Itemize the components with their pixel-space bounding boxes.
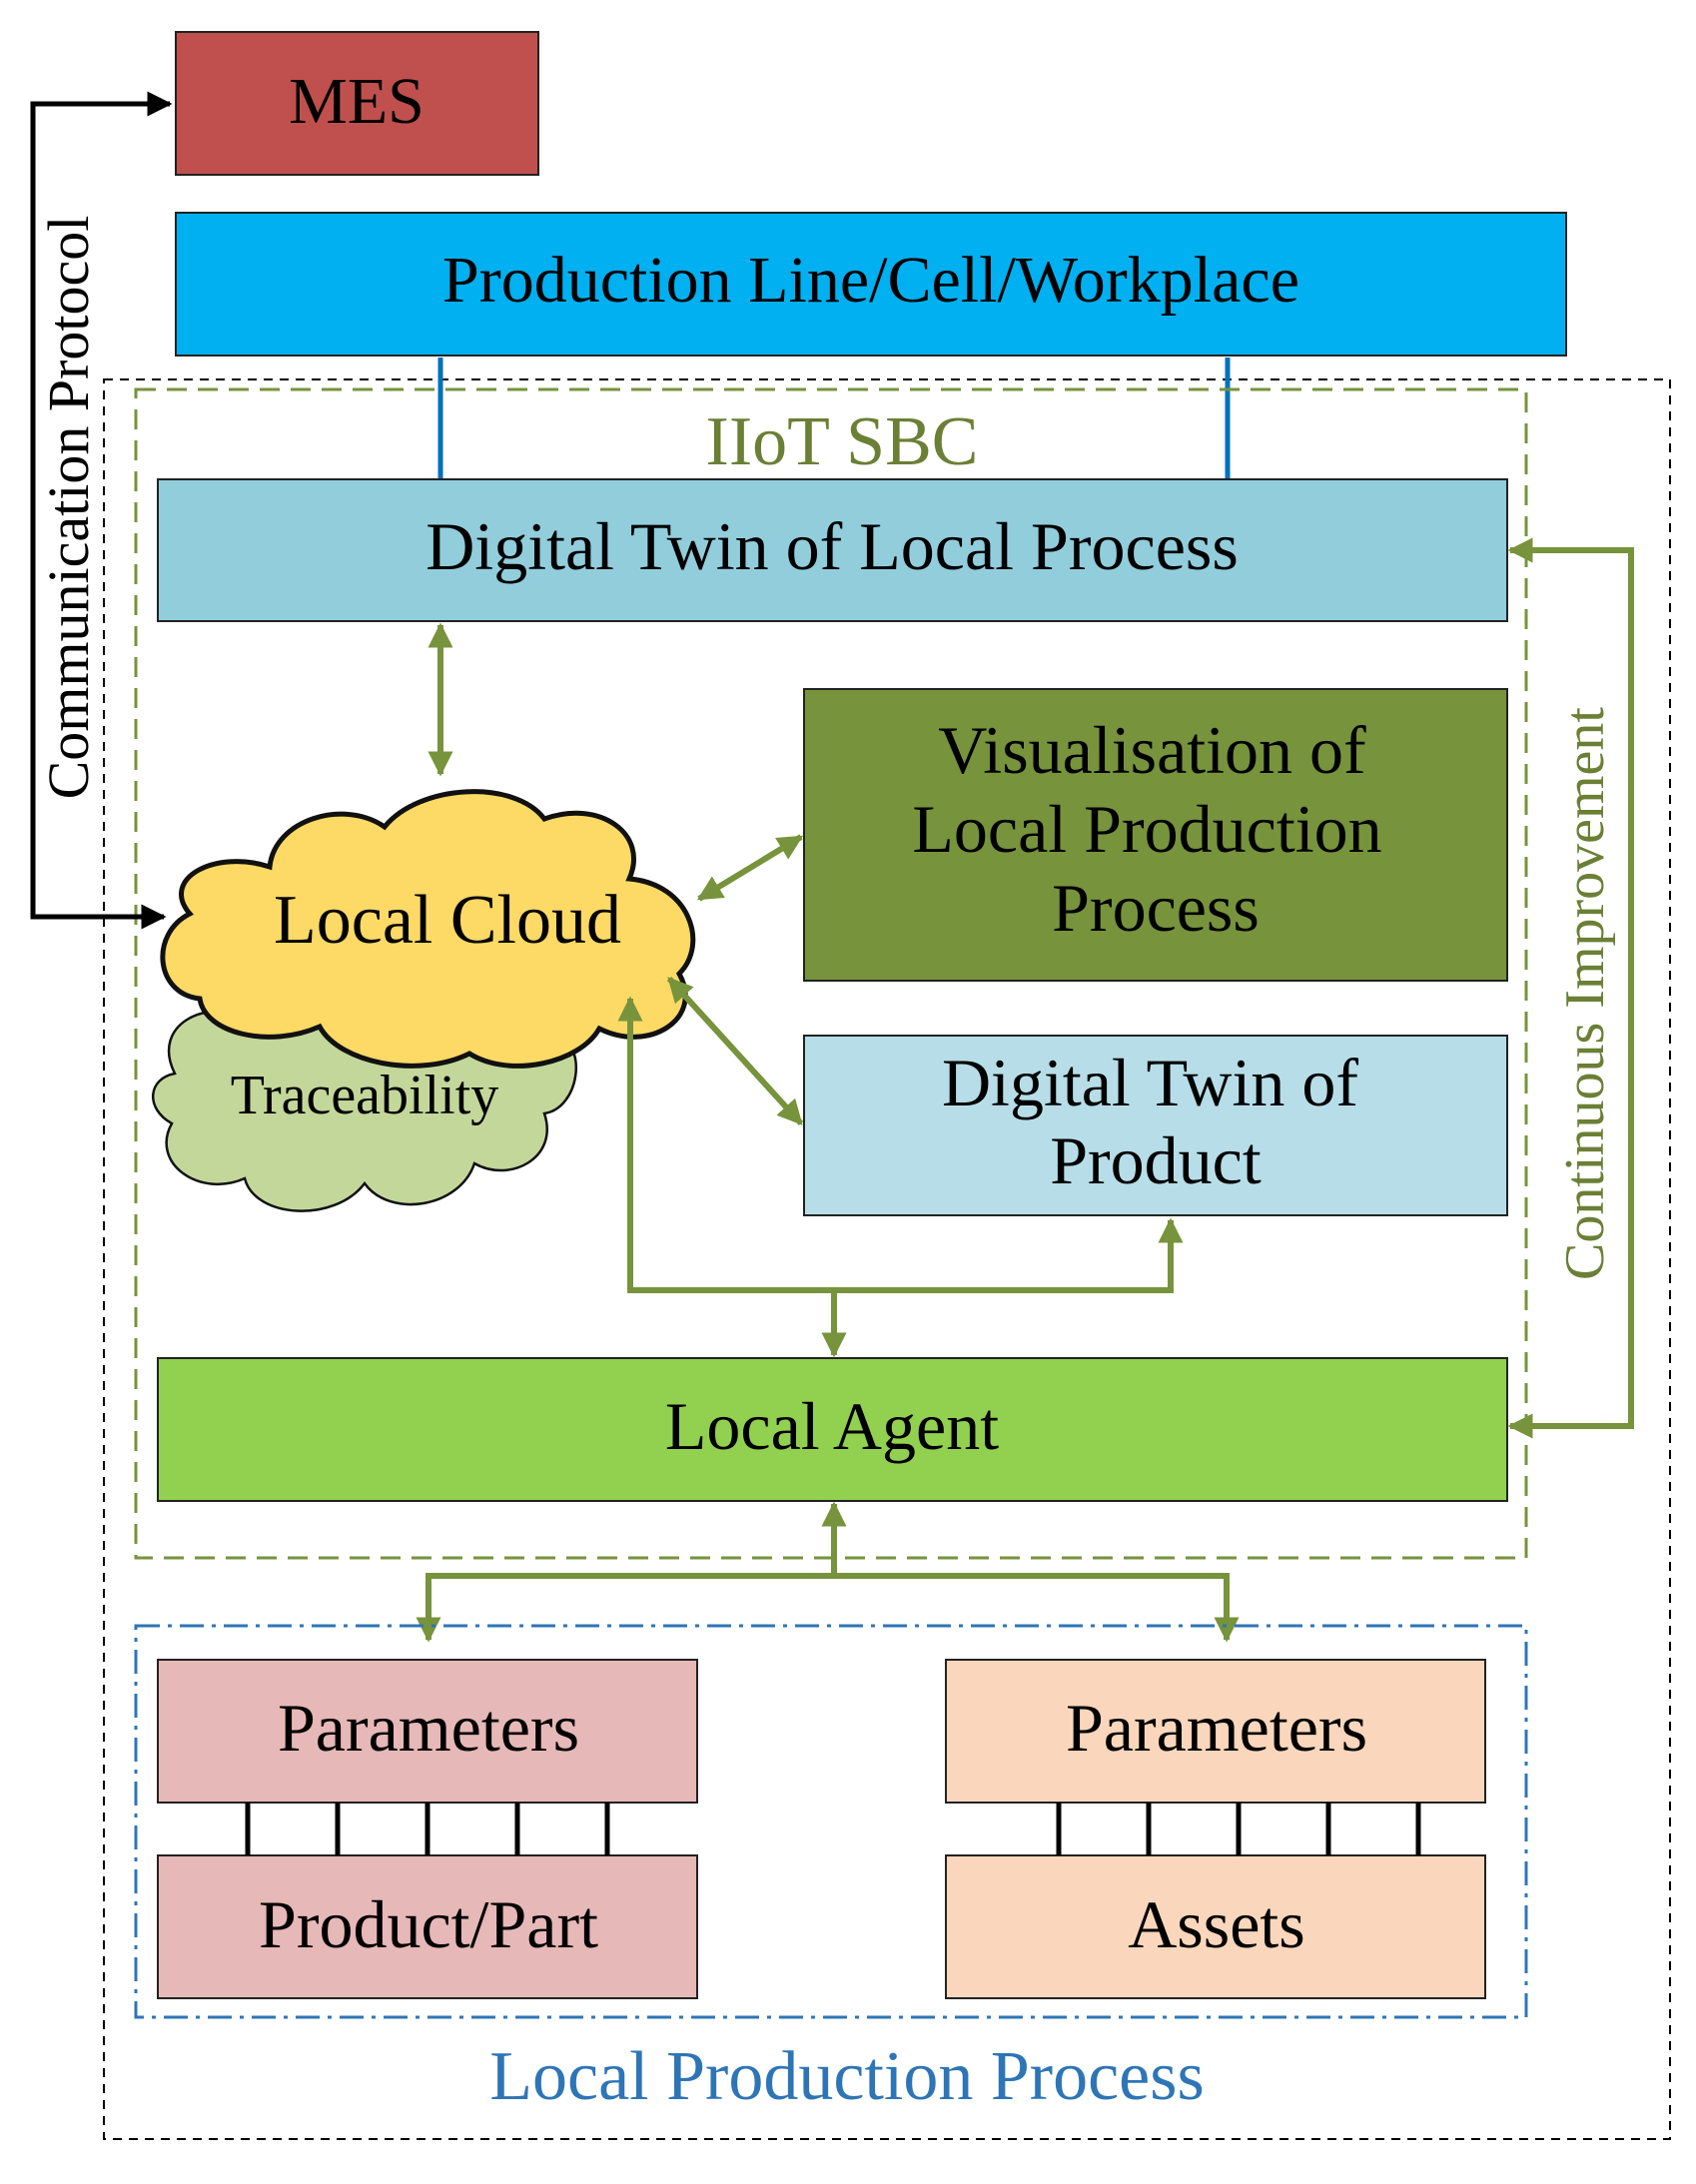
asset-connectors — [1056, 1803, 1421, 1855]
arrow-continuous-improvement — [1507, 537, 1634, 1439]
local-production-process-boundary — [134, 1624, 1528, 2019]
assets-label: Assets — [1128, 1886, 1305, 1962]
mes-label: MES — [289, 65, 424, 138]
parameters-right-label: Parameters — [1066, 1690, 1367, 1766]
product-connectors — [245, 1803, 610, 1855]
iiot-sbc-label: IIoT SBC — [706, 403, 979, 480]
arrow-process-branch — [416, 1573, 1240, 1643]
production-line-box — [175, 212, 1567, 357]
dt-product-line-1: Digital Twin of — [942, 1045, 1358, 1120]
arrow-cloud-visualisation — [696, 834, 804, 902]
product-part-box — [157, 1854, 698, 1999]
communication-arrow — [30, 91, 173, 930]
production-line-label: Production Line/Cell/Workplace — [442, 244, 1299, 317]
communication-protocol-label: Communication Protocol — [36, 216, 101, 800]
mes-box — [175, 31, 539, 176]
visualisation-line-1: Visualisation of — [938, 712, 1366, 788]
dt-product-line-2: Product — [1050, 1122, 1262, 1198]
visualisation-line-3: Process — [1052, 870, 1260, 946]
assets-box — [945, 1854, 1486, 1999]
local-agent-box — [157, 1357, 1508, 1502]
arrow-cloud-dtproduct — [666, 976, 804, 1126]
product-part-label: Product/Part — [259, 1886, 598, 1962]
local-agent-label: Local Agent — [665, 1388, 999, 1464]
arrow-agent-feedback — [617, 996, 1184, 1293]
visualisation-box — [803, 688, 1508, 982]
dt-local-process-label: Digital Twin of Local Process — [425, 508, 1239, 584]
continuous-improvement-label: Continuous Improvement — [1554, 707, 1616, 1280]
local-production-process-label: Local Production Process — [489, 2038, 1204, 2115]
parameters-right-box — [945, 1659, 1486, 1804]
traceability-label: Traceability — [231, 1065, 499, 1126]
dt-local-process-box — [157, 478, 1508, 622]
outer-boundary — [103, 378, 1671, 2140]
local-cloud-label: Local Cloud — [274, 882, 621, 959]
visualisation-label: Visualisation of Local Production Proces… — [912, 712, 1398, 946]
local-cloud — [160, 789, 696, 1069]
green-arrows — [416, 537, 1634, 1643]
parameters-left-box — [157, 1659, 698, 1804]
visualisation-line-2: Local Production — [912, 791, 1381, 867]
parameters-left-label: Parameters — [278, 1690, 579, 1766]
